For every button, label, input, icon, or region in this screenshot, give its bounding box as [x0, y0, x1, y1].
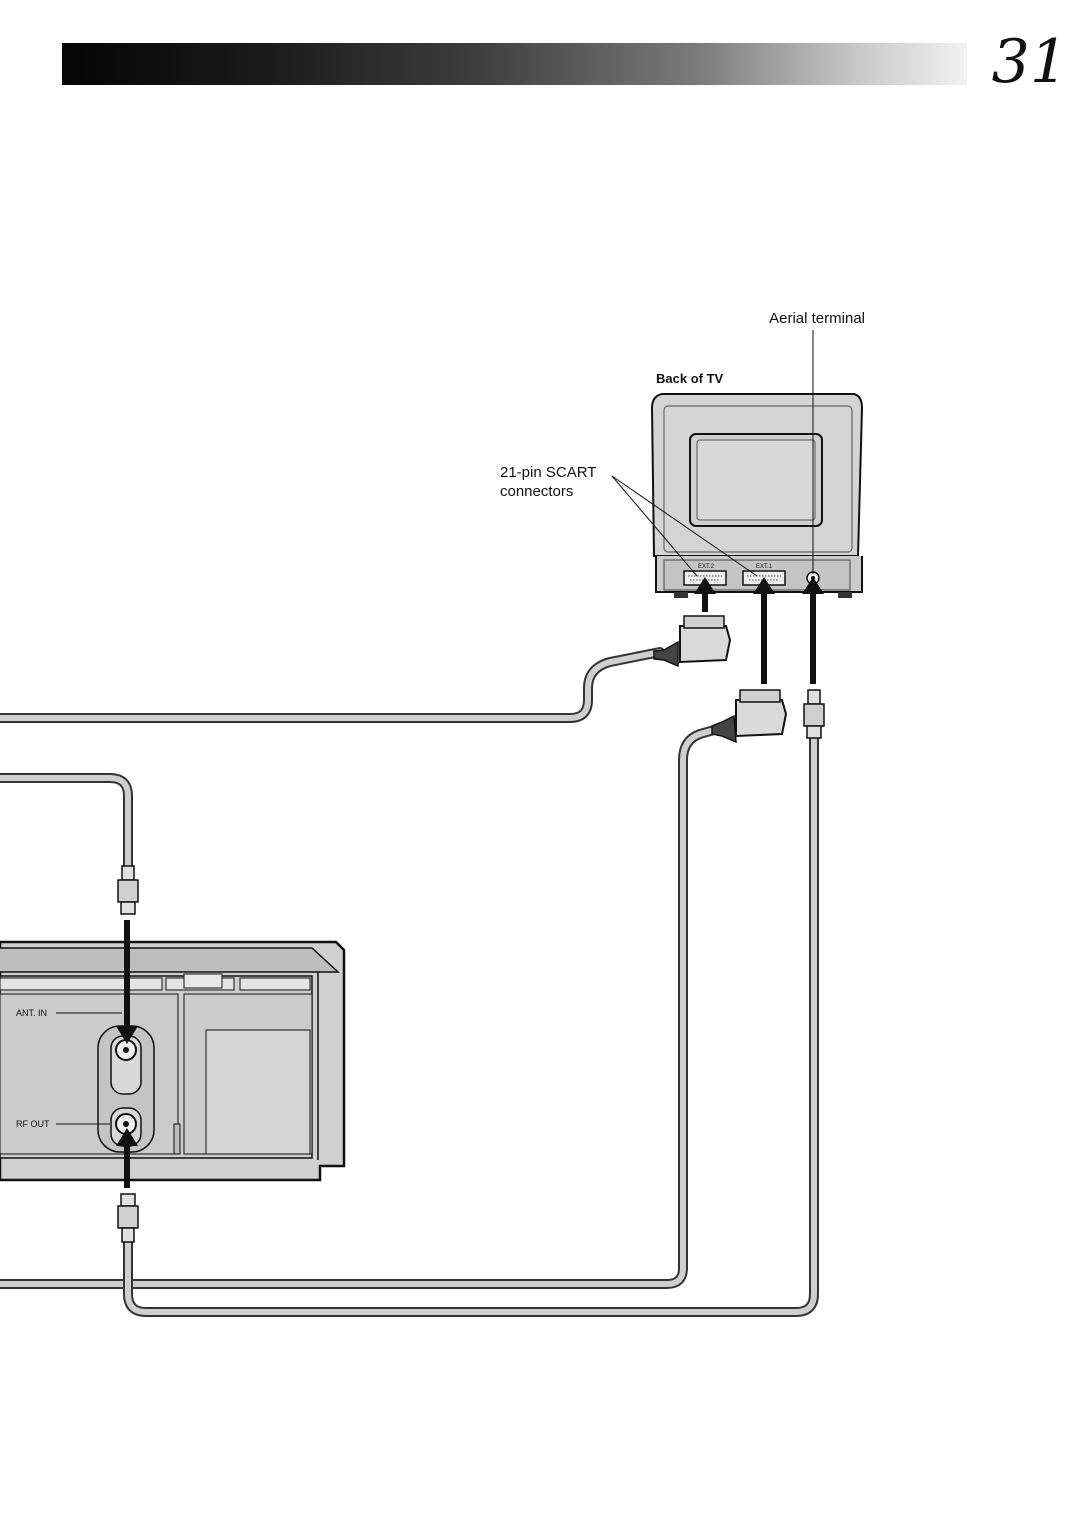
ext1-label: EXT.1: [756, 564, 773, 570]
rf-plug-vcr-bottom: [117, 1193, 139, 1243]
scart-label-line2: connectors: [500, 483, 573, 500]
header-gradient-bar: [62, 43, 967, 85]
arrow-to-ext2-head: [694, 577, 716, 594]
arrow-to-aerial-head: [802, 577, 824, 594]
ant-in-label: ANT. IN: [16, 1008, 47, 1018]
aerial-terminal-label: Aerial terminal: [769, 310, 865, 327]
vcr-back: [0, 940, 346, 1182]
aerial-plug: [803, 689, 825, 739]
page-number: 31: [991, 27, 1068, 97]
ext2-label: EXT.2: [698, 564, 715, 570]
scart-cable-ext2: [0, 647, 665, 723]
back-of-tv-label: Back of TV: [656, 371, 724, 386]
scart-leader-line-1: [611, 475, 698, 577]
rf-cable-to-aerial: [123, 738, 819, 1317]
arrow-to-rf-out-head: [116, 1128, 138, 1146]
scart-plug-ext2: [653, 615, 732, 668]
aerial-plug-vcr-top: [117, 865, 139, 915]
aerial-cable-ant-in: [0, 773, 133, 866]
scart-plug-ext1: [711, 689, 788, 744]
tv-back: EXT.2 EXT.1: [650, 393, 864, 598]
scart-cable-ext1: [0, 725, 719, 1289]
rf-out-label: RF OUT: [16, 1119, 50, 1129]
arrow-to-ant-in-head: [116, 1026, 138, 1044]
arrow-to-ext1-head: [753, 577, 775, 594]
scart-leader-line-2: [611, 475, 758, 577]
ant-in-socket: [110, 1035, 142, 1095]
scart-label-line1: 21-pin SCART: [500, 464, 596, 481]
